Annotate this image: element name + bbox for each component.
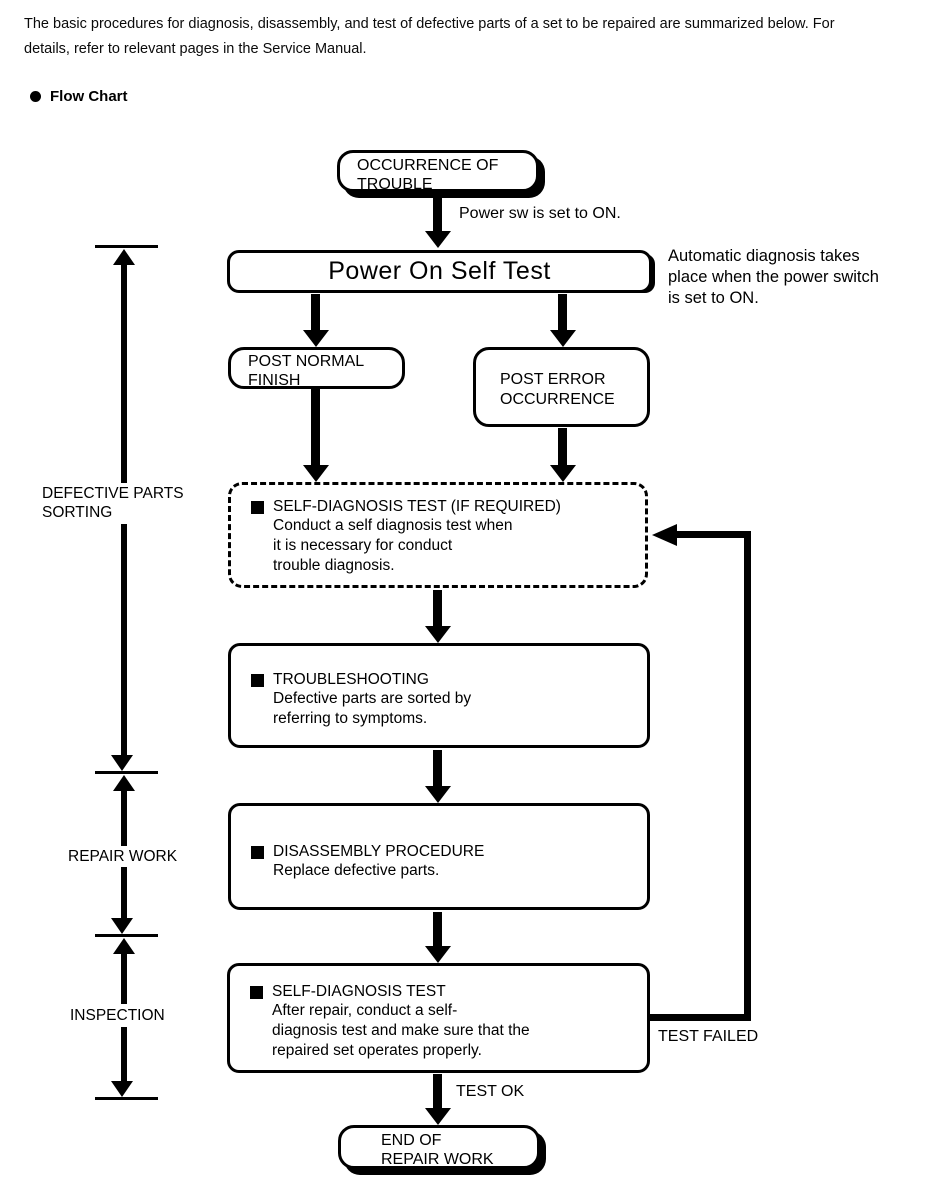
post-normal-line-1: POST NORMAL	[248, 353, 365, 370]
arrow-selfdiag-to-troubleshooting	[433, 590, 442, 627]
sorting-span-line-upper	[121, 264, 127, 483]
test-failed-label: TEST FAILED	[658, 1028, 759, 1045]
end-line-1: END OF	[381, 1132, 442, 1149]
end-line-2: REPAIR WORK	[381, 1151, 494, 1168]
post-error-line-2: OCCURRENCE	[500, 391, 615, 408]
post-note: Automatic diagnosis takes place when the…	[668, 246, 879, 309]
sorting-span-arrowhead-up	[113, 249, 135, 265]
inspection-span-arrowhead-down	[111, 1081, 133, 1097]
arrowhead-selfdiagtest-to-end	[425, 1108, 451, 1125]
disassembly-title: DISASSEMBLY PROCEDURE	[273, 843, 485, 860]
arrow-start-to-post	[433, 197, 442, 232]
intro-line-1: The basic procedures for diagnosis, disa…	[24, 16, 835, 32]
post-error-line-1: POST ERROR	[500, 371, 606, 388]
inspection-span-line-upper	[121, 953, 127, 1004]
stage-label-repair-work: REPAIR WORK	[68, 848, 178, 865]
arrowhead-disassembly-to-selfdiagtest	[425, 946, 451, 963]
stage-tick-bottom	[95, 1097, 158, 1100]
black-square-bullet-icon	[251, 673, 264, 687]
node-post-error-occurrence: POST ERROR OCCURRENCE	[473, 347, 650, 427]
troubleshooting-title: TROUBLESHOOTING	[273, 671, 429, 688]
black-square-bullet-icon	[251, 845, 264, 859]
arrow-post-to-error	[558, 294, 567, 331]
arrowhead-normal-to-selfdiag	[303, 465, 329, 482]
power-sw-label: Power sw is set to ON.	[459, 205, 621, 222]
troubleshooting-body-2: referring to symptoms.	[273, 710, 428, 727]
stage-tick-top	[95, 245, 158, 248]
node-end-of-repair-work: END OF REPAIR WORK	[338, 1125, 540, 1169]
node-troubleshooting: TROUBLESHOOTING Defective parts are sort…	[228, 643, 650, 748]
post-note-line-2: place when the power switch	[668, 268, 879, 286]
node-power-on-self-test: Power On Self Test	[227, 250, 652, 293]
selfdiagtest-body-3: repaired set operates properly.	[272, 1042, 482, 1059]
repair-span-arrowhead-down	[111, 918, 133, 934]
arrowhead-troubleshooting-to-disassembly	[425, 786, 451, 803]
node-self-diagnosis-if-required: SELF-DIAGNOSIS TEST (IF REQUIRED) Conduc…	[228, 482, 648, 588]
selfdiag-req-title: SELF-DIAGNOSIS TEST (IF REQUIRED)	[273, 498, 561, 515]
arrow-disassembly-to-selfdiagtest	[433, 912, 442, 947]
troubleshooting-body-1: Defective parts are sorted by	[273, 690, 472, 707]
arrow-normal-to-selfdiag	[311, 389, 320, 466]
intro-line-2: details, refer to relevant pages in the …	[24, 41, 367, 57]
arrow-selfdiagtest-to-end	[433, 1074, 442, 1109]
selfdiagtest-title: SELF-DIAGNOSIS TEST	[272, 983, 446, 1000]
sorting-span-line-lower	[121, 524, 127, 757]
repair-span-line-upper	[121, 790, 127, 846]
black-square-bullet-icon	[250, 985, 263, 999]
inspection-span-arrowhead-up	[113, 938, 135, 954]
test-failed-line-top	[676, 531, 748, 538]
inspection-span-line-lower	[121, 1027, 127, 1082]
arrowhead-post-to-error	[550, 330, 576, 347]
post-note-line-1: Automatic diagnosis takes	[668, 247, 860, 265]
test-failed-line-vertical	[744, 531, 751, 1021]
sorting-label-line-1: DEFECTIVE PARTS	[42, 485, 184, 502]
selfdiag-req-body-3: trouble diagnosis.	[273, 557, 395, 574]
occurrence-line-1: OCCURRENCE OF	[357, 157, 499, 174]
disassembly-body-1: Replace defective parts.	[273, 862, 440, 879]
arrowhead-error-to-selfdiag	[550, 465, 576, 482]
sorting-label-line-2: SORTING	[42, 504, 113, 521]
repair-span-arrowhead-up	[113, 775, 135, 791]
node-self-diagnosis-test: SELF-DIAGNOSIS TEST After repair, conduc…	[227, 963, 650, 1073]
flow-chart-heading-label: Flow Chart	[50, 88, 128, 105]
arrow-error-to-selfdiag	[558, 428, 567, 466]
stage-label-inspection: INSPECTION	[70, 1007, 165, 1024]
arrow-post-to-normal	[311, 294, 320, 331]
repair-span-line-lower	[121, 867, 127, 919]
test-ok-label: TEST OK	[456, 1083, 525, 1100]
selfdiagtest-body-2: diagnosis test and make sure that the	[272, 1022, 530, 1039]
occurrence-line-2: TROUBLE	[357, 176, 433, 193]
stage-tick-sorting-repair	[95, 771, 158, 774]
node-disassembly-procedure: DISASSEMBLY PROCEDURE Replace defective …	[228, 803, 650, 910]
stage-tick-repair-inspection	[95, 934, 158, 937]
bullet-dot-icon	[30, 91, 41, 102]
post-normal-line-2: FINISH	[248, 372, 301, 389]
selfdiagtest-body-1: After repair, conduct a self-	[272, 1002, 458, 1019]
node-occurrence-of-trouble: OCCURRENCE OF TROUBLE	[337, 150, 539, 193]
sorting-span-arrowhead-down	[111, 755, 133, 771]
post-note-line-3: is set to ON.	[668, 289, 759, 307]
black-square-bullet-icon	[251, 500, 264, 514]
arrowhead-post-to-normal	[303, 330, 329, 347]
arrowhead-test-failed-into-selfdiag	[652, 524, 677, 546]
arrowhead-selfdiag-to-troubleshooting	[425, 626, 451, 643]
arrowhead-start-to-post	[425, 231, 451, 248]
test-failed-line-bottom	[650, 1014, 751, 1021]
post-label: Power On Self Test	[328, 257, 551, 285]
selfdiag-req-body-1: Conduct a self diagnosis test when	[273, 517, 513, 534]
node-post-normal-finish: POST NORMAL FINISH	[228, 347, 405, 389]
selfdiag-req-body-2: it is necessary for conduct	[273, 537, 453, 554]
intro-paragraph: The basic procedures for diagnosis, disa…	[24, 12, 914, 62]
flow-chart-heading: Flow Chart	[30, 88, 128, 105]
arrow-troubleshooting-to-disassembly	[433, 750, 442, 787]
stage-label-defective-parts-sorting: DEFECTIVE PARTS SORTING	[42, 484, 184, 522]
